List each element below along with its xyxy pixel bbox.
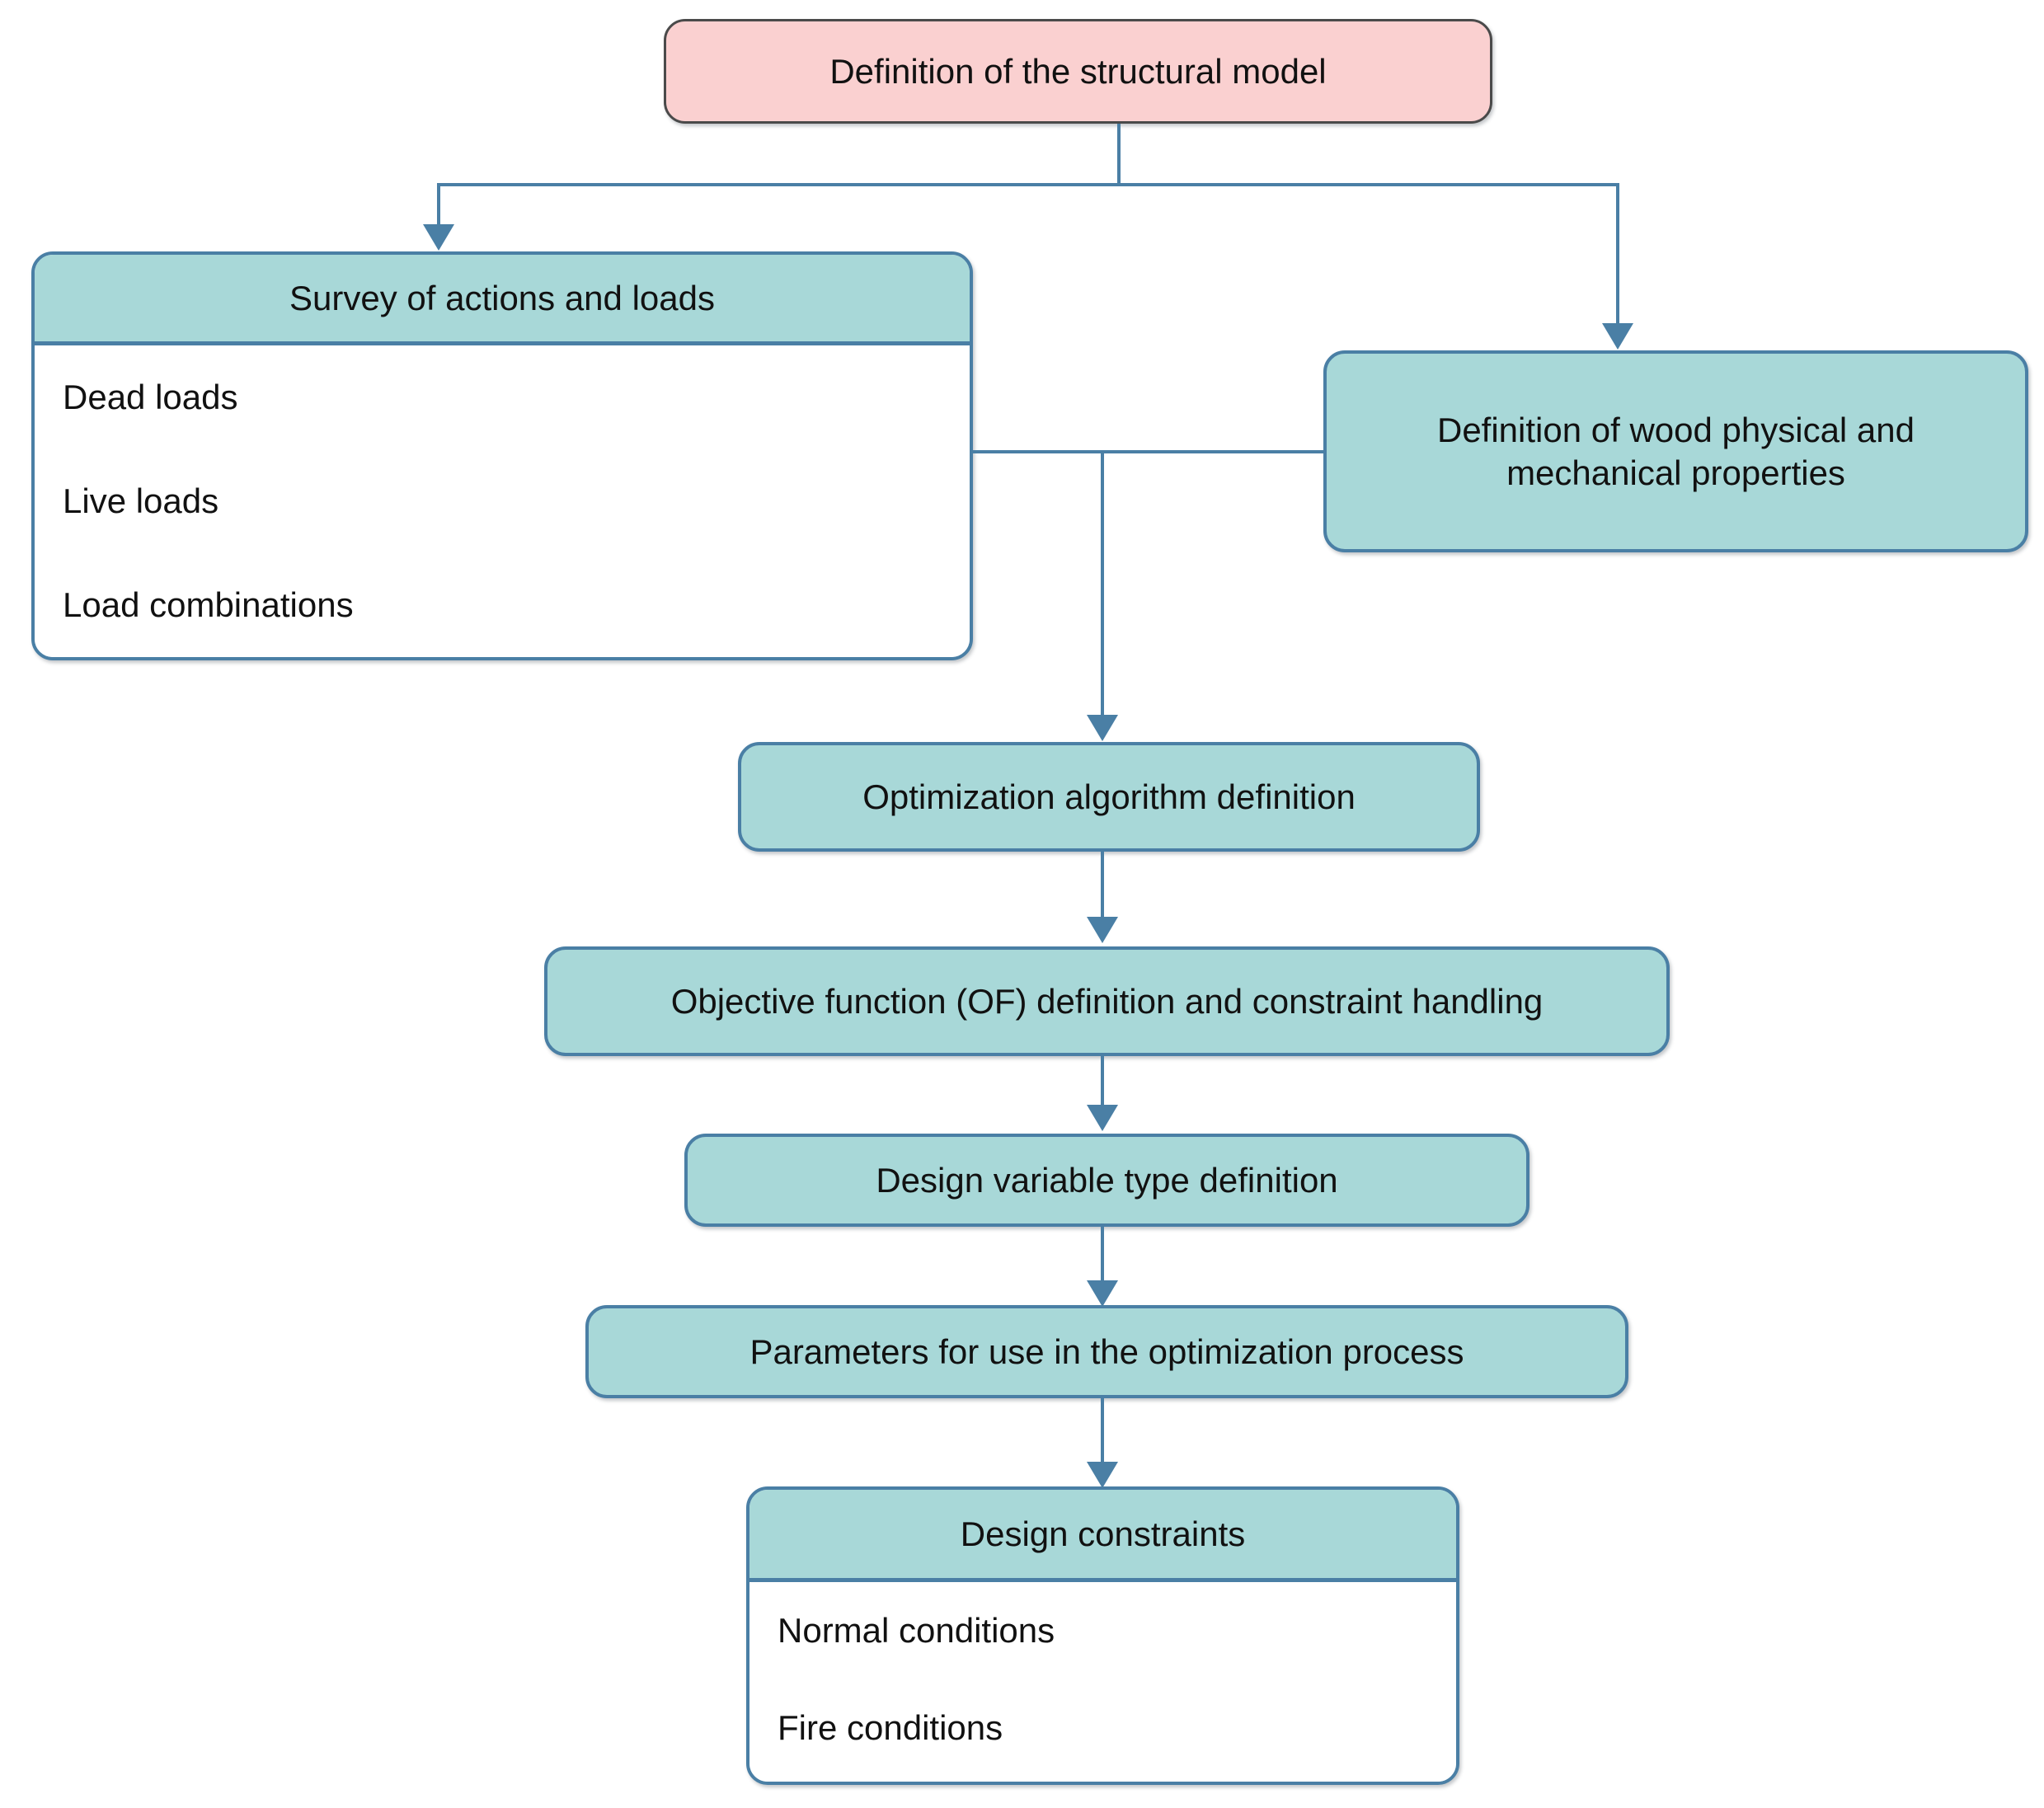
node-structural-model-label: Definition of the structural model xyxy=(829,51,1327,91)
edge-to-survey-line xyxy=(437,183,440,229)
node-design-variable-label: Design variable type definition xyxy=(876,1160,1338,1200)
edge-to-parameters-arrowhead xyxy=(1087,1280,1118,1307)
edge-to-survey-arrowhead xyxy=(423,224,454,251)
list-item-dead-loads: Dead loads xyxy=(63,378,238,416)
node-wood-properties-label: Definition of wood physical and mechanic… xyxy=(1436,411,1915,492)
node-wood-properties[interactable]: Definition of wood physical and mechanic… xyxy=(1323,350,2028,552)
node-optimization-algorithm[interactable]: Optimization algorithm definition xyxy=(738,742,1480,852)
node-objective-function[interactable]: Objective function (OF) definition and c… xyxy=(544,946,1670,1056)
edge-structural-model-split-bar xyxy=(437,183,1619,186)
edge-to-design-variable-line xyxy=(1101,1056,1104,1115)
edge-to-design-constraints-arrowhead xyxy=(1087,1462,1118,1488)
node-design-constraints-body: Normal conditions Fire conditions xyxy=(749,1582,1456,1782)
node-design-constraints[interactable]: Design constraints Normal conditions Fir… xyxy=(746,1486,1459,1785)
edge-to-design-variable-arrowhead xyxy=(1087,1105,1118,1131)
node-design-variable[interactable]: Design variable type definition xyxy=(684,1134,1529,1227)
node-survey-body: Dead loads Live loads Load combinations xyxy=(35,345,970,657)
node-objective-function-label: Objective function (OF) definition and c… xyxy=(670,981,1544,1021)
edge-merge-bar xyxy=(973,450,1323,453)
node-survey-header: Survey of actions and loads xyxy=(35,255,970,345)
list-item-fire-conditions: Fire conditions xyxy=(778,1708,1003,1747)
list-item-load-combinations: Load combinations xyxy=(63,585,354,624)
edge-to-design-constraints-line xyxy=(1101,1398,1104,1472)
edge-to-wood-properties-line xyxy=(1616,183,1619,328)
node-optimization-algorithm-label: Optimization algorithm definition xyxy=(862,777,1356,816)
edge-to-wood-properties-arrowhead xyxy=(1602,323,1633,350)
list-item-live-loads: Live loads xyxy=(63,481,219,520)
node-design-constraints-header: Design constraints xyxy=(749,1490,1456,1582)
node-survey[interactable]: Survey of actions and loads Dead loads L… xyxy=(31,251,973,660)
edge-to-objective-function-line xyxy=(1101,852,1104,919)
edge-to-optimization-arrowhead xyxy=(1087,715,1118,741)
node-parameters[interactable]: Parameters for use in the optimization p… xyxy=(585,1305,1628,1398)
edge-to-parameters-line xyxy=(1101,1227,1104,1291)
node-parameters-label: Parameters for use in the optimization p… xyxy=(749,1331,1464,1371)
edge-to-objective-function-arrowhead xyxy=(1087,917,1118,943)
list-item-normal-conditions: Normal conditions xyxy=(778,1611,1055,1650)
edge-to-optimization-line xyxy=(1101,450,1104,720)
edge-structural-model-split-stem xyxy=(1117,124,1121,185)
node-structural-model[interactable]: Definition of the structural model xyxy=(664,19,1492,124)
